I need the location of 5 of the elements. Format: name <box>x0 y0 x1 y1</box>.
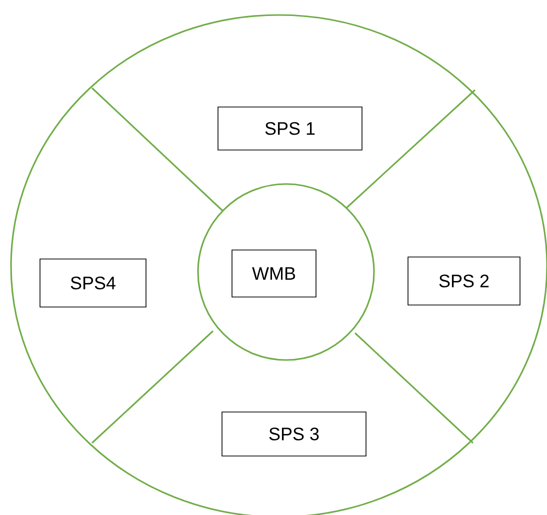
text-box: SPS 3 <box>222 412 366 456</box>
text-box: WMB <box>232 250 316 298</box>
text-box: SPS 2 <box>408 256 520 306</box>
text-box: SPS4 <box>40 258 146 308</box>
text-box: SPS 1 <box>218 106 362 150</box>
